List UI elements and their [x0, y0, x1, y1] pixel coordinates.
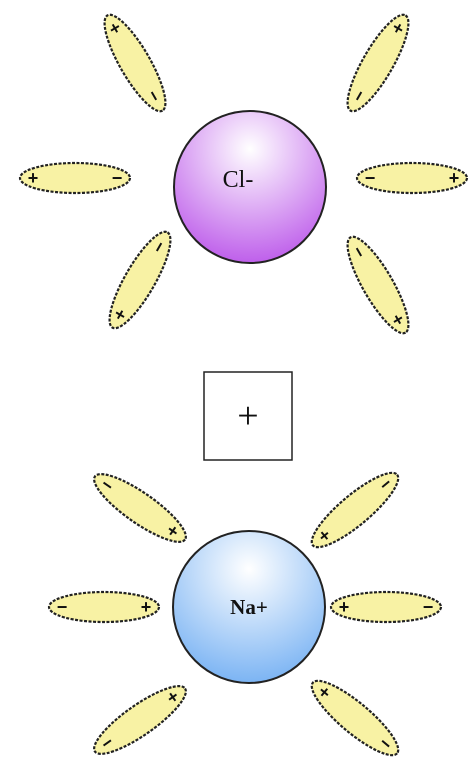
water-molecule-body — [47, 590, 161, 624]
water-molecule-body — [93, 685, 187, 755]
water-molecule-body — [18, 161, 132, 195]
water-molecule-cl-lower-left: − + — [108, 230, 172, 330]
water-molecule-na-lower-right: − + — [310, 679, 400, 757]
plus-box: + — [203, 371, 293, 461]
sodium-ion: Na+ — [172, 530, 326, 684]
water-molecule-body — [310, 679, 400, 757]
positive-pole-icon: + — [28, 168, 39, 188]
positive-pole-icon: + — [339, 597, 350, 617]
water-molecule-body — [329, 590, 443, 624]
water-molecule-cl-upper-right: − + — [346, 13, 410, 113]
water-molecule-na-right: − + — [329, 590, 443, 624]
water-molecule-body — [103, 13, 167, 113]
positive-pole-icon: + — [141, 597, 152, 617]
water-molecule-body — [355, 161, 469, 195]
chloride-ion-label: Cl- — [223, 167, 254, 193]
positive-pole-icon: + — [449, 168, 460, 188]
negative-pole-icon: − — [365, 168, 376, 188]
water-molecule-na-left: − + — [47, 590, 161, 624]
sodium-ion-label: Na+ — [230, 595, 268, 619]
negative-pole-icon: − — [112, 168, 123, 188]
negative-pole-icon: − — [57, 597, 68, 617]
water-molecule-cl-right: − + — [355, 161, 469, 195]
water-molecule-cl-left: − + — [18, 161, 132, 195]
water-molecule-body — [108, 230, 172, 330]
water-molecule-body — [346, 13, 410, 113]
water-molecule-cl-lower-right: − + — [346, 235, 410, 335]
chloride-ion: Cl- — [173, 110, 327, 264]
water-molecule-na-upper-left: − + — [93, 473, 187, 543]
water-molecule-body — [310, 471, 400, 549]
water-molecule-body — [346, 235, 410, 335]
water-molecule-body — [93, 473, 187, 543]
water-molecule-na-lower-left: − + — [93, 685, 187, 755]
water-molecule-na-upper-right: − + — [310, 471, 400, 549]
water-molecule-cl-upper-left: − + — [103, 13, 167, 113]
negative-pole-icon: − — [423, 597, 434, 617]
plus-symbol: + — [237, 395, 258, 437]
